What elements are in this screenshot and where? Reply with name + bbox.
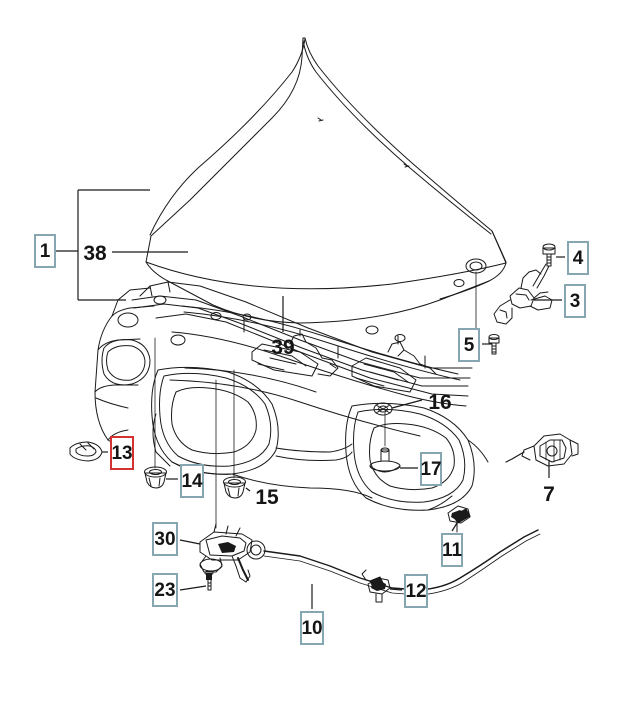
leader-lines — [56, 189, 565, 609]
callout-1[interactable]: 1 — [34, 234, 56, 268]
cable-clip-part-12 — [361, 569, 391, 603]
hood-latch-assembly — [199, 523, 266, 583]
callout-10[interactable]: 10 — [300, 611, 324, 645]
callout-4[interactable]: 4 — [567, 241, 589, 275]
hood-hinge-assembly — [493, 263, 553, 325]
callout-13[interactable]: 13 — [110, 436, 134, 470]
callout-12[interactable]: 12 — [404, 574, 428, 608]
radiator-support-structure — [117, 258, 487, 407]
hinge-bolt-4 — [542, 243, 556, 267]
assembly-guide-lines — [154, 271, 477, 529]
front-end-lower-frame — [151, 366, 489, 511]
screw-part-23 — [204, 570, 214, 591]
callout-11[interactable]: 11 — [441, 533, 463, 567]
hood-outer-panel — [145, 37, 507, 324]
callout-16[interactable]: 16 — [428, 390, 452, 414]
callout-17[interactable]: 17 — [420, 452, 442, 486]
hood-inner-frame — [94, 287, 155, 453]
grommet-part-15 — [223, 476, 246, 499]
callout-7[interactable]: 7 — [543, 482, 555, 506]
clip-part-13 — [69, 441, 103, 462]
callout-3[interactable]: 3 — [564, 284, 586, 318]
callout-30[interactable]: 30 — [152, 522, 178, 556]
callout-14[interactable]: 14 — [180, 464, 204, 498]
callout-38[interactable]: 38 — [83, 241, 107, 265]
grommet-part-14 — [144, 466, 167, 489]
fastener-part-16 — [373, 402, 393, 416]
hinge-bolt-5 — [488, 334, 500, 355]
hood-release-cable — [263, 508, 541, 596]
callout-23[interactable]: 23 — [152, 573, 178, 607]
callout-15[interactable]: 15 — [255, 485, 279, 509]
callout-39[interactable]: 39 — [271, 335, 295, 359]
callout-5[interactable]: 5 — [458, 328, 480, 362]
hood-lock-part-7 — [505, 433, 579, 467]
cable-clip-part-11 — [447, 505, 471, 533]
plug-part-17 — [369, 447, 401, 473]
